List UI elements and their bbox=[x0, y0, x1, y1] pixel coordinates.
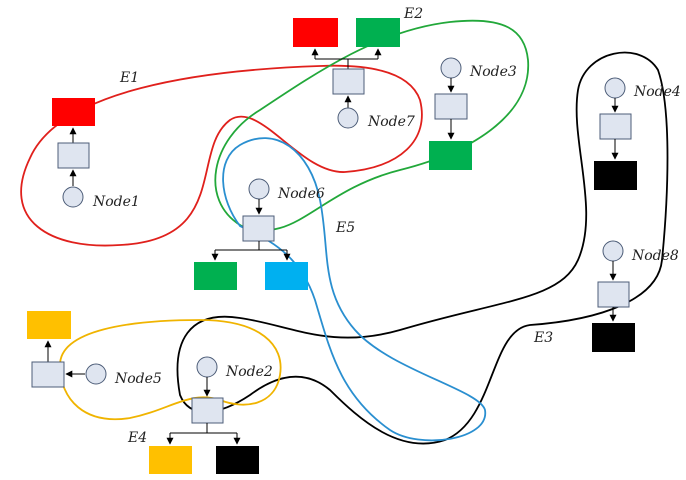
node7-place bbox=[337, 107, 359, 129]
node7-output-red bbox=[293, 18, 338, 47]
edge-label-e3: E3 bbox=[533, 330, 553, 346]
node5-transition bbox=[31, 361, 65, 388]
node2-output-black bbox=[216, 446, 259, 474]
node1-transition bbox=[57, 142, 90, 169]
node5-output-yellow bbox=[27, 311, 71, 339]
node5-place bbox=[85, 363, 107, 385]
node8-output-black bbox=[592, 323, 635, 352]
node6-place bbox=[248, 178, 270, 200]
hyperedge-e4-outline bbox=[59, 319, 282, 421]
node2-output-yellow bbox=[149, 446, 192, 474]
node3-place bbox=[440, 57, 462, 79]
node6-output-green bbox=[194, 262, 237, 290]
node3-output-green bbox=[429, 141, 472, 170]
node6-label: Node6 bbox=[277, 186, 325, 202]
node8-group: Node8 bbox=[592, 240, 679, 352]
edge-label-e5: E5 bbox=[335, 220, 355, 236]
node6-group: Node6 bbox=[194, 178, 325, 290]
node3-transition bbox=[434, 93, 468, 120]
node2-label: Node2 bbox=[225, 364, 273, 380]
hyperedge-e2-outline bbox=[214, 19, 529, 232]
node7-label: Node7 bbox=[367, 114, 415, 130]
node8-label: Node8 bbox=[631, 248, 679, 264]
node8-place bbox=[602, 240, 624, 262]
node1-label: Node1 bbox=[92, 194, 140, 210]
edge-label-e4: E4 bbox=[127, 430, 147, 446]
node1-group: Node1 bbox=[52, 98, 140, 210]
node6-transition bbox=[242, 215, 275, 242]
edge-label-e2: E2 bbox=[403, 6, 423, 22]
node2-transition bbox=[191, 397, 224, 424]
node7-group: Node7 bbox=[293, 18, 415, 130]
hyperedge-e1-outline bbox=[20, 64, 423, 247]
node5-label: Node5 bbox=[114, 371, 162, 387]
node2-place bbox=[196, 356, 218, 378]
node4-place bbox=[604, 77, 626, 99]
node1-place bbox=[62, 186, 84, 208]
node3-label: Node3 bbox=[469, 64, 517, 80]
node6-output-blue bbox=[265, 262, 308, 290]
node2-group: Node2 bbox=[149, 356, 273, 474]
edge-label-e1: E1 bbox=[119, 70, 139, 86]
node4-label: Node4 bbox=[633, 84, 681, 100]
node4-group: Node4 bbox=[594, 77, 681, 190]
node1-output-red bbox=[52, 98, 95, 126]
hyperedge-e5-outline bbox=[222, 137, 486, 442]
node5-group: Node5 bbox=[27, 311, 162, 388]
node3-group: Node3 bbox=[429, 57, 517, 170]
node4-transition bbox=[599, 113, 632, 140]
node4-output-black bbox=[594, 161, 637, 190]
hyperedge-e3-outline bbox=[176, 51, 669, 445]
node8-transition bbox=[597, 281, 630, 308]
node7-output-green bbox=[356, 18, 400, 47]
node7-transition bbox=[332, 68, 365, 95]
